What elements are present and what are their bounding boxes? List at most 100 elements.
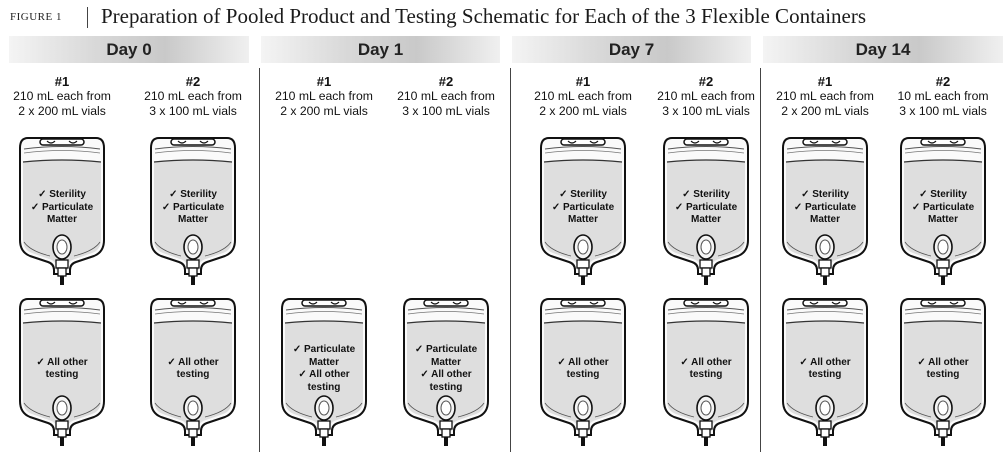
test-item: ✓ Particulate (793, 201, 857, 213)
day-column-divider (760, 68, 761, 452)
container-pooling-description: 210 mL each from (144, 89, 242, 103)
test-item: ✓ Sterility (38, 189, 86, 201)
test-item: ✓ Particulate (674, 201, 738, 213)
test-item: testing (689, 369, 723, 380)
day-column-divider (510, 68, 511, 452)
container-pooling-description: 2 x 200 mL vials (781, 104, 869, 118)
test-item: Matter (430, 356, 461, 368)
day-header-day-1: Day 1 (261, 36, 500, 63)
container-number: #2 (698, 74, 714, 89)
container-number: #2 (935, 74, 951, 89)
container-pooling-description: 2 x 200 mL vials (539, 104, 627, 118)
test-item: Matter (809, 214, 840, 226)
day-header-day-0: Day 0 (9, 36, 249, 63)
container-pooling-description: 2 x 200 mL vials (18, 104, 106, 118)
container-pooling-description: 2 x 200 mL vials (280, 104, 368, 118)
test-item: ✓ Particulate (30, 201, 94, 213)
test-item: testing (808, 369, 842, 380)
container-pooling-description: 210 mL each from (534, 89, 632, 103)
test-item: testing (566, 369, 600, 380)
test-item: ✓ Particulate (161, 201, 225, 213)
test-item: ✓ All other (298, 369, 350, 380)
test-item: testing (429, 381, 463, 393)
container-number: #2 (185, 74, 201, 89)
test-item: ✓ Particulate (551, 201, 615, 213)
test-item: testing (45, 369, 79, 380)
test-item: Matter (46, 214, 77, 226)
test-item: ✓ Particulate (911, 201, 975, 213)
test-item: ✓ All other (36, 356, 88, 368)
test-item: ✓ All other (167, 356, 219, 368)
test-item: ✓ Particulate (414, 344, 478, 355)
container-pooling-description: 210 mL each from (397, 89, 495, 103)
test-item: testing (307, 381, 341, 393)
test-item: ✓ All other (557, 356, 609, 368)
test-item: Matter (567, 214, 598, 226)
container-number: #1 (54, 74, 70, 89)
day-header-day-14: Day 14 (763, 36, 1003, 63)
container-pooling-description: 210 mL each from (13, 89, 111, 103)
test-item: testing (176, 369, 210, 380)
test-item: ✓ All other (420, 369, 472, 380)
test-item: Matter (927, 214, 958, 226)
figure-title: Preparation of Pooled Product and Testin… (101, 4, 867, 28)
test-item: Matter (308, 356, 339, 368)
test-item: ✓ All other (917, 356, 969, 368)
container-number: #1 (316, 74, 332, 89)
container-number: #2 (438, 74, 454, 89)
test-item: ✓ Sterility (169, 189, 217, 201)
container-pooling-description: 3 x 100 mL vials (402, 104, 490, 118)
day-header-day-7: Day 7 (512, 36, 751, 63)
container-pooling-description: 3 x 100 mL vials (149, 104, 237, 118)
container-pooling-description: 210 mL each from (776, 89, 874, 103)
day-column-divider (259, 68, 260, 452)
test-item: ✓ All other (680, 356, 732, 368)
container-pooling-description: 210 mL each from (275, 89, 373, 103)
test-item: ✓ Sterility (919, 189, 967, 201)
test-item: Matter (177, 214, 208, 226)
container-pooling-description: 210 mL each from (657, 89, 755, 103)
container-number: #1 (575, 74, 591, 89)
figure-label: FIGURE 1 (10, 11, 62, 23)
container-pooling-description: 10 mL each from (897, 89, 989, 103)
test-item: ✓ All other (799, 356, 851, 368)
test-item: ✓ Sterility (559, 189, 607, 201)
container-pooling-description: 3 x 100 mL vials (662, 104, 750, 118)
test-item: ✓ Sterility (801, 189, 849, 201)
test-item: testing (926, 369, 960, 380)
